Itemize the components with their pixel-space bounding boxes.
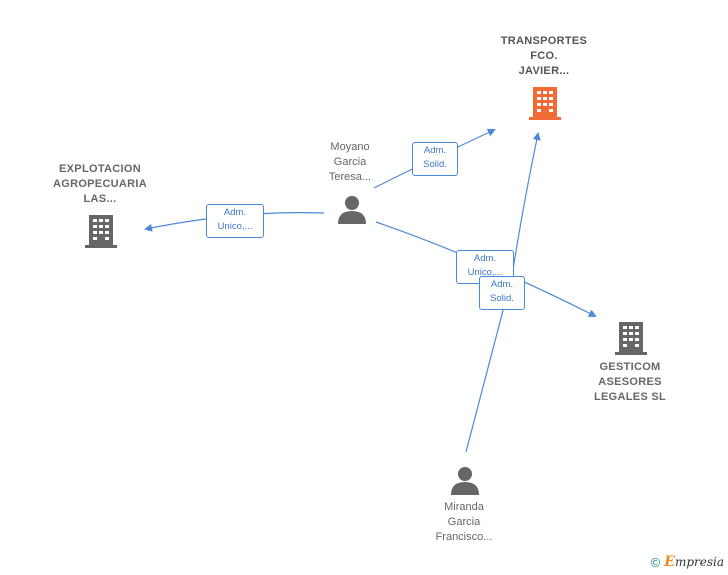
- badge-line: Adm.: [423, 145, 447, 156]
- person-icon-moyano[interactable]: [336, 194, 368, 224]
- label-line: FCO.: [530, 50, 558, 62]
- label-line: LAS...: [83, 193, 117, 205]
- empresia-logo[interactable]: Empresia: [664, 554, 724, 570]
- label-line: TRANSPORTES: [500, 35, 588, 47]
- label-line: Moyano: [330, 141, 370, 153]
- person-label-miranda[interactable]: Miranda Garcia Francisco...: [412, 500, 516, 545]
- edge-miranda-transportes[interactable]: [511, 132, 541, 277]
- edge-badge-moyano-explotacion[interactable]: Adm. Unico,...: [206, 204, 264, 238]
- person-label-moyano[interactable]: Moyano Garcia Teresa...: [298, 140, 402, 185]
- label-line: GESTICOM: [599, 361, 661, 373]
- label-line: Garcia: [447, 516, 481, 528]
- label-line: JAVIER...: [518, 65, 570, 77]
- label-line: Francisco...: [435, 531, 493, 543]
- label-line: AGROPECUARIA: [52, 178, 148, 190]
- label-line: LEGALES SL: [593, 391, 667, 403]
- label-line: Miranda: [444, 501, 484, 513]
- badge-line: Adm.: [223, 207, 247, 218]
- edge-badge-moyano-transportes[interactable]: Adm. Solid.: [412, 142, 458, 176]
- label-line: EXPLOTACION: [59, 163, 141, 175]
- company-label-gesticom[interactable]: GESTICOM ASESORES LEGALES SL: [570, 360, 690, 405]
- badge-line: Adm.: [473, 253, 497, 264]
- badge-line: Unico,...: [217, 221, 253, 232]
- edge-badge-miranda-transportes[interactable]: Adm. Solid.: [479, 276, 525, 310]
- badge-line: Solid.: [490, 293, 514, 304]
- label-line: Teresa...: [328, 171, 372, 183]
- person-icon-miranda[interactable]: [449, 465, 481, 495]
- badge-line: Solid.: [423, 159, 447, 170]
- badge-line: Adm.: [490, 279, 514, 290]
- copyright-icon: ©: [650, 554, 661, 570]
- building-icon-transportes[interactable]: [528, 85, 562, 121]
- building-icon-explotacion[interactable]: [84, 213, 118, 249]
- company-label-transportes[interactable]: TRANSPORTES FCO. JAVIER...: [484, 34, 604, 79]
- footer-branding: © Empresia: [651, 554, 724, 570]
- company-label-explotacion[interactable]: EXPLOTACION AGROPECUARIA LAS...: [38, 162, 162, 207]
- label-line: ASESORES: [598, 376, 662, 388]
- building-icon-gesticom[interactable]: [614, 320, 648, 356]
- badge-line: Unico,...: [467, 267, 503, 278]
- label-line: Garcia: [333, 156, 367, 168]
